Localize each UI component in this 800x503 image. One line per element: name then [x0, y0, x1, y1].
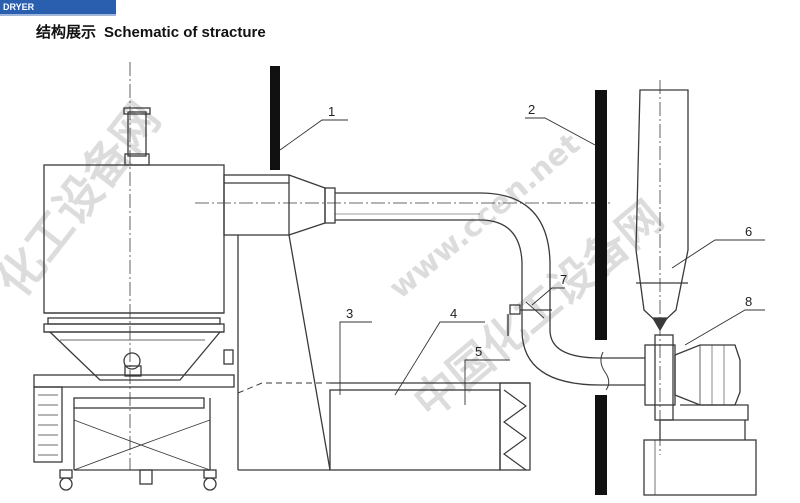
callout-2: 2	[528, 102, 535, 117]
wall-left	[270, 66, 280, 170]
callout-4: 4	[450, 306, 457, 321]
leader-lines	[279, 117, 765, 405]
callout-5: 5	[475, 344, 482, 359]
watermark: 化工设备网 www.ccen.net 中国化工设备网	[0, 92, 673, 428]
page-title: 结构展示 Schematic of stracture	[36, 21, 266, 42]
callout-6: 6	[745, 224, 752, 239]
callout-7: 7	[560, 272, 567, 287]
wall-right-upper	[595, 90, 607, 340]
schematic-lines	[33, 62, 757, 496]
title-chinese: 结构展示	[36, 23, 97, 41]
watermark-left: 化工设备网	[0, 92, 170, 306]
dryer-tag-underline	[0, 14, 116, 16]
dryer-tag: DRYER	[0, 0, 116, 14]
callout-3: 3	[346, 306, 353, 321]
wall-right-lower	[595, 395, 607, 495]
callout-1: 1	[328, 104, 335, 119]
title-english: Schematic of stracture	[104, 24, 266, 41]
callout-8: 8	[745, 294, 752, 309]
